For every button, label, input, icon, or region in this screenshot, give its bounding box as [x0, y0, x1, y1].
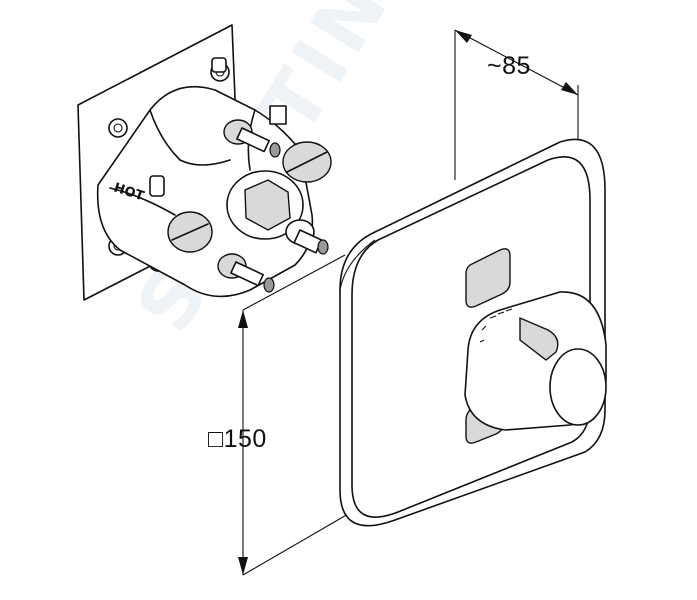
scale-marks: [479, 308, 513, 343]
cover-plate: [339, 138, 607, 527]
arrowhead-height-bottom: [238, 557, 248, 575]
dimension-line-width: [454, 29, 579, 96]
left-plug: [167, 211, 213, 253]
arrowhead-width-right: [561, 82, 578, 95]
height-dimension-label: □150: [208, 425, 267, 453]
dimension-width: [454, 29, 579, 180]
right-plug: [282, 141, 332, 183]
dimension-height: [238, 254, 356, 576]
bottom-fitting: [217, 253, 275, 293]
extension-line-top: [242, 254, 346, 311]
lug-top: [211, 57, 227, 73]
central-cartridge: [226, 170, 329, 255]
top-fitting: [223, 105, 287, 158]
extension-line-bottom: [242, 509, 356, 576]
arrowhead-width-left: [455, 30, 472, 43]
temperature-handle: [464, 291, 607, 431]
upper-button: [465, 248, 511, 308]
mounting-box: HOT: [77, 24, 332, 301]
arrowhead-height-top: [238, 310, 248, 328]
width-dimension-label: ~85: [487, 52, 531, 80]
lug-left: [149, 175, 165, 197]
safety-lever: [519, 316, 559, 361]
